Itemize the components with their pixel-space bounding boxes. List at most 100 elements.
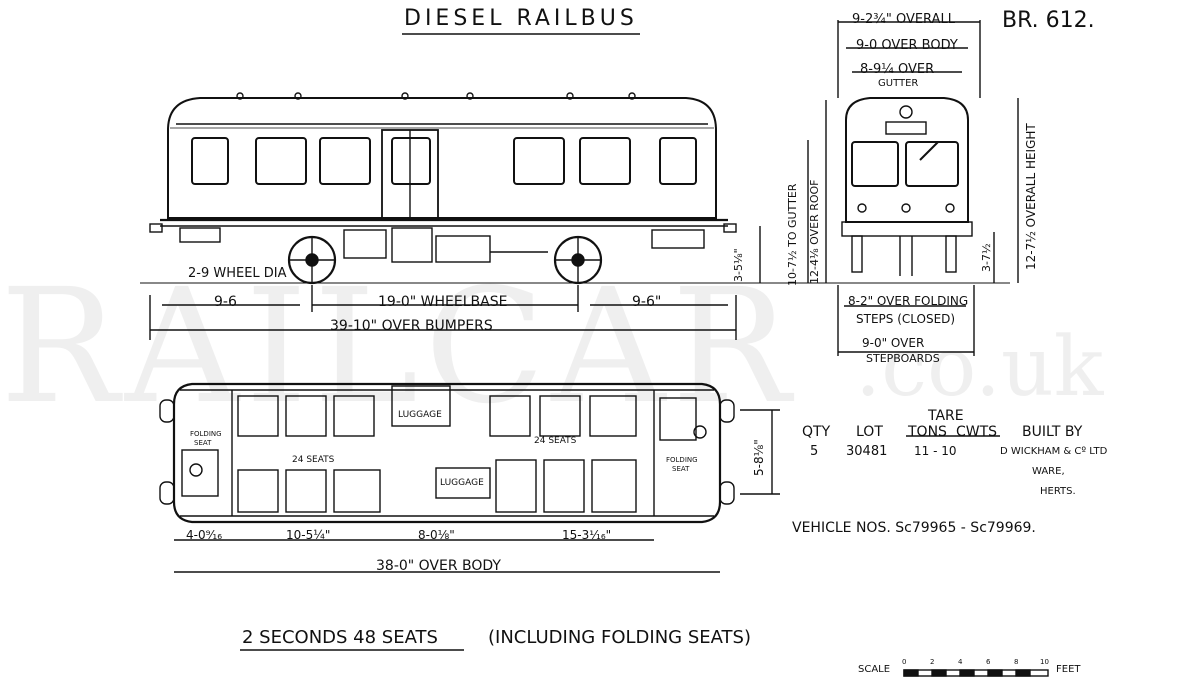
underframe-box [179, 227, 221, 243]
side-window [255, 137, 307, 185]
seat-block [543, 459, 585, 513]
over-gutter-label-1: 8-9¼ OVER [860, 62, 935, 77]
drawing-title: DIESEL RAILBUS [404, 6, 638, 31]
folding-seat-left-label-1: FOLDING [190, 430, 222, 438]
buffer-left [149, 223, 163, 233]
step-height-label: 3-7½ [980, 243, 993, 272]
plan-buffer [159, 481, 175, 505]
scale-tick-4: 4 [958, 658, 963, 666]
plan-dim-4-label: 15-3¹⁄₁₆" [562, 528, 612, 542]
wheelbase-label: 19-0" WHEELBASE [378, 294, 508, 310]
luggage-top-label: LUGGAGE [398, 410, 442, 420]
scale-tick-0: 0 [902, 658, 907, 666]
diagram-number: BR. 612. [1002, 8, 1095, 33]
over-roof-label: 12-4⅛ OVER ROOF [808, 179, 821, 285]
value-qty: 5 [810, 444, 819, 459]
end-headcode [899, 105, 913, 119]
cab-wheel [693, 425, 707, 439]
roof-vent [566, 92, 574, 100]
side-window [319, 137, 371, 185]
roof-vent [236, 92, 244, 100]
seat-block [539, 395, 581, 437]
roof-vent [294, 92, 302, 100]
side-elevation [140, 92, 1010, 340]
plan-over-body-label: 38-0" OVER BODY [376, 558, 501, 574]
vehicle-numbers: VEHICLE NOS. Sc79965 - Sc79969. [792, 520, 1036, 536]
roof-vent [401, 92, 409, 100]
end-lamp [901, 203, 911, 213]
scale-unit: FEET [1056, 664, 1081, 675]
plan-luggage-top [391, 385, 451, 427]
scale-tick-8: 8 [1014, 658, 1019, 666]
value-lot: 30481 [846, 444, 888, 459]
seat-block [333, 395, 375, 437]
seat-block [495, 459, 537, 513]
seating-note: (INCLUDING FOLDING SEATS) [488, 627, 751, 648]
wheel-dia-label: 2-9 WHEEL DIA [188, 266, 287, 281]
cab-desk-right [659, 397, 697, 441]
header-qty: QTY [802, 424, 831, 440]
scale-tick-2: 2 [930, 658, 935, 666]
luggage-center-label: LUGGAGE [440, 478, 484, 488]
end-lamp [857, 203, 867, 213]
side-window [513, 137, 565, 185]
end-headstock [841, 221, 973, 237]
end-window-left [851, 141, 899, 187]
end-window-right [905, 141, 959, 187]
scale-tick-10: 10 [1040, 658, 1049, 666]
side-window [579, 137, 631, 185]
tare-label: TARE [928, 408, 964, 424]
scale-label: SCALE [858, 664, 891, 675]
folding-seat-left-label-2: SEAT [194, 439, 212, 447]
builder-line-2: WARE, [1032, 466, 1065, 477]
plan-dim-1-label: 4-0⁹⁄₁₆ [186, 528, 223, 542]
builder-line-3: HERTS. [1040, 486, 1076, 497]
plan-dim-3-label: 8-0⅛" [418, 528, 455, 542]
over-body-label: 9-0 OVER BODY [856, 38, 958, 53]
over-gutter-label-2: GUTTER [878, 78, 919, 89]
railcar-watermark: RAILCAR [0, 255, 797, 439]
plan-buffer [719, 481, 735, 505]
scale-bar [903, 669, 1049, 677]
plan-buffer [719, 399, 735, 423]
value-tons-cwts: 11 - 10 [914, 444, 957, 458]
underframe-box [651, 229, 705, 249]
end-destination [885, 121, 927, 135]
overhang-left-label: 9-6 [214, 294, 237, 310]
folding-steps-label-1: 8-2" OVER FOLDING [848, 294, 969, 308]
header-tons: TONS [908, 424, 947, 440]
roof-vent [628, 92, 636, 100]
builder-line-1: D WICKHAM & Cº LTD [1000, 446, 1108, 457]
folding-steps-label-2: STEPS (CLOSED) [856, 312, 956, 326]
over-bumpers-label: 39-10" OVER BUMPERS [330, 318, 493, 334]
underframe-engine [391, 227, 433, 263]
floor-height-label: 3-5⅛" [732, 248, 745, 282]
railcar-watermark-suffix: .co.uk [855, 320, 1104, 415]
plan-buffer [159, 399, 175, 423]
stepboards-label-2: STEPBOARDS [866, 352, 940, 365]
side-body-outline [167, 97, 717, 219]
header-lot: LOT [856, 424, 883, 440]
cab-desk-left [181, 449, 219, 497]
side-window [391, 137, 431, 185]
overall-height-label: 12-7½ OVERALL HEIGHT [1024, 123, 1038, 270]
underframe-gearbox [435, 235, 491, 263]
plan-view [159, 382, 780, 573]
underframe-tank [343, 229, 387, 259]
end-body-outline [845, 97, 969, 223]
seats-right-label: 24 SEATS [534, 436, 577, 446]
seats-left-label: 24 SEATS [292, 455, 335, 465]
plan-width-label: 5-8⅛" [752, 439, 766, 476]
side-window [659, 137, 697, 185]
end-buffer [945, 235, 957, 273]
plan-luggage-center [435, 467, 491, 499]
seat-block [285, 395, 327, 437]
seat-block [237, 469, 279, 513]
wheel-right [553, 235, 603, 285]
seat-block [589, 395, 637, 437]
seat-block [285, 469, 327, 513]
seating-summary: 2 SECONDS 48 SEATS [242, 627, 438, 648]
folding-seat-right-label-2: SEAT [672, 465, 690, 473]
header-cwts: CWTS [956, 424, 998, 440]
